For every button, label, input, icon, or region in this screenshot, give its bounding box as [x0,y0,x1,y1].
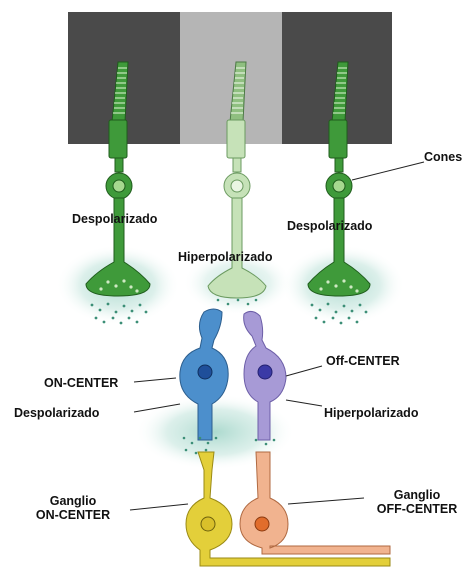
label-ganglio-off: Ganglio OFF-CENTER [362,488,472,516]
label-on-center: ON-CENTER [44,376,118,390]
label-despolarizado-right: Despolarizado [287,219,372,233]
label-ganglio-on: Ganglio ON-CENTER [18,494,128,522]
label-ganglio-on-line2: ON-CENTER [18,508,128,522]
label-hiperpolarizado-cone: Hiperpolarizado [178,250,272,264]
label-ganglio-on-line1: Ganglio [18,494,128,508]
label-hiperpolarizado-bipolar: Hiperpolarizado [324,406,418,420]
label-cones: Cones [424,150,462,164]
label-despolarizado-bipolar: Despolarizado [14,406,99,420]
label-despolarizado-left: Despolarizado [72,212,157,226]
label-ganglio-off-line1: Ganglio [362,488,472,502]
label-ganglio-off-line2: OFF-CENTER [362,502,472,516]
glow-bipolar [135,394,295,470]
label-off-center: Off-CENTER [326,354,400,368]
